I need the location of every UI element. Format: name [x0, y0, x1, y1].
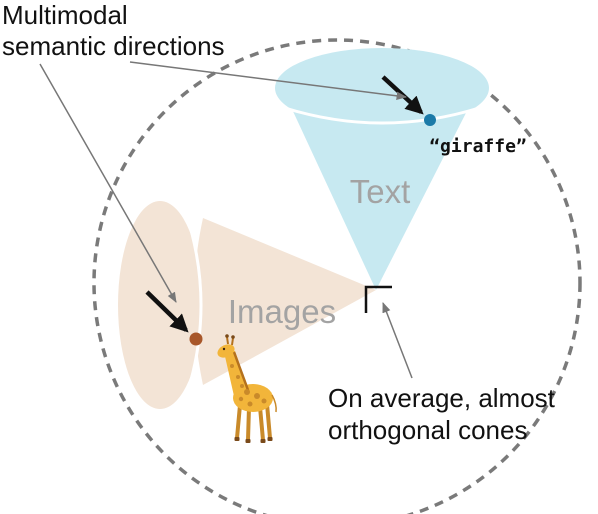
right-angle-marker	[364, 285, 392, 313]
pointer-to-text-direction	[129, 61, 408, 100]
image-direction-arrow	[145, 290, 189, 333]
pointer-to-image-direction	[39, 63, 177, 303]
text-cone-rim	[284, 106, 480, 125]
giraffe-image-point	[189, 332, 203, 346]
multimodal-label-line2: semantic directions	[2, 31, 225, 61]
images-cone-label: Images	[228, 293, 336, 330]
orthogonal-label-line2: orthogonal cones	[328, 415, 527, 445]
orthogonal-label-line1: On average, almost	[328, 383, 556, 413]
text-cone-body	[291, 107, 469, 290]
text-cone-base	[275, 48, 489, 128]
multimodal-label-line1: Multimodal	[2, 0, 128, 30]
pointer-to-apex	[382, 302, 413, 379]
image-cone-rim	[184, 212, 203, 398]
text-point-label: “giraffe”	[429, 136, 527, 157]
text-cone-label: Text	[350, 173, 411, 210]
text-cone	[275, 48, 489, 290]
image-cone-body	[194, 218, 376, 385]
giraffe-icon	[217, 334, 277, 443]
embedding-space-circle	[92, 38, 582, 514]
giraffe-text-point	[424, 114, 436, 126]
